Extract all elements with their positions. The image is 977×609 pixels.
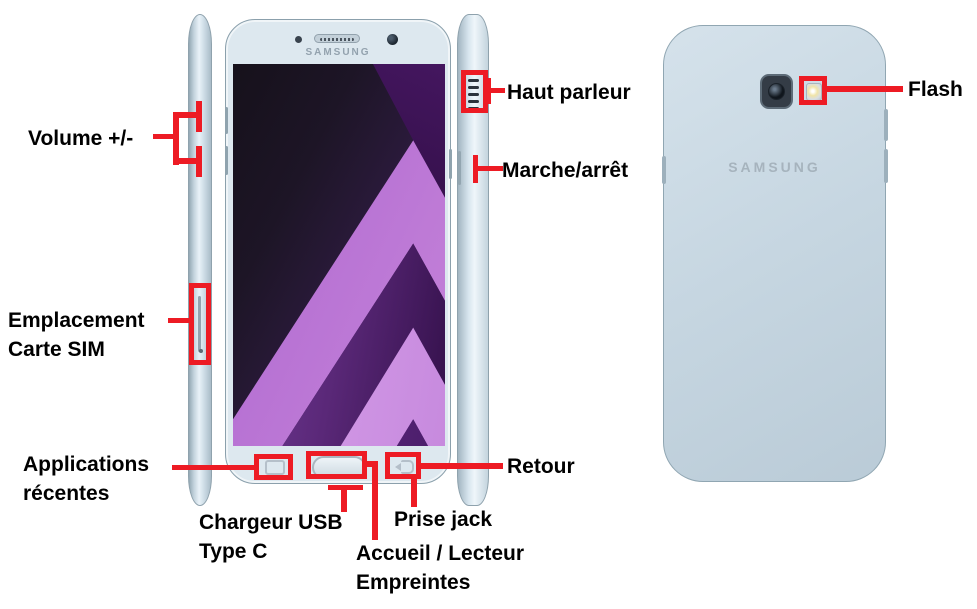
prise-jack-label: Prise jack [394, 508, 493, 531]
earpiece-grill [320, 38, 354, 41]
emplacement-sim-line2: Carte SIM [8, 338, 105, 361]
power-callout-tick [473, 155, 478, 183]
retour-callout-line [421, 463, 503, 469]
haut-parleur-label: Haut parleur [507, 81, 631, 104]
flash-callout-line [827, 86, 903, 92]
volume-bracket-arm-bottom [179, 158, 197, 164]
flash-label: Flash [908, 78, 963, 101]
volume-callout-dash [153, 134, 174, 139]
samsung-logo-back: SAMSUNG [728, 159, 821, 175]
back-key-box [401, 460, 414, 474]
samsung-logo-front: SAMSUNG [305, 47, 371, 58]
earpiece-speaker-icon [314, 34, 360, 43]
accueil-empreintes-label: Accueil / Lecteur Empreintes [356, 539, 524, 597]
charger-callout-stem [341, 490, 347, 512]
flash-callout-box [799, 76, 827, 105]
recent-callout-box [254, 454, 293, 480]
retour-label: Retour [507, 455, 575, 478]
back-edge-volume-tab [884, 109, 888, 141]
proximity-sensor-icon [295, 36, 302, 43]
chargeur-line2: Type C [199, 540, 268, 563]
applications-line1: Applications [23, 453, 150, 476]
back-callout-box [385, 452, 421, 479]
jack-callout-line [411, 479, 417, 507]
sim-callout-box [189, 283, 211, 365]
speaker-callout-tick [486, 78, 491, 104]
front-camera-icon [387, 34, 398, 45]
applications-line2: récentes [23, 482, 110, 505]
marche-arret-label: Marche/arrêt [502, 159, 629, 182]
back-key-arrow [395, 463, 401, 471]
volume-label: Volume +/- [28, 127, 134, 150]
applications-recentes-label: Applications récentes [23, 450, 149, 508]
phone-back-view: SAMSUNG [662, 25, 888, 482]
back-edge-power-tab [884, 149, 888, 183]
volume-bracket-tick-top [196, 101, 202, 132]
home-callout-vertical [372, 461, 378, 540]
emplacement-sim-label: Emplacement Carte SIM [8, 306, 145, 364]
recent-callout-line [172, 465, 256, 470]
volume-bracket-spine [173, 112, 179, 165]
rear-camera-lens [768, 83, 785, 100]
speaker-callout-line [491, 88, 505, 93]
chargeur-line1: Chargeur USB [199, 511, 343, 534]
emplacement-sim-line1: Emplacement [8, 309, 145, 332]
chargeur-usb-label: Chargeur USB Type C [199, 508, 343, 566]
volume-up-slot [225, 107, 228, 134]
volume-bracket-tick-bottom [196, 146, 202, 177]
back-edge-left-tab [662, 156, 666, 184]
rear-camera-icon [760, 74, 793, 109]
sim-callout-line [168, 318, 189, 323]
accueil-line2: Empreintes [356, 571, 471, 594]
phone-left-side-view [188, 14, 212, 506]
charger-callout-arm [328, 485, 363, 490]
power-button-slot [449, 149, 452, 179]
phone-front-view: SAMSUNG [225, 19, 452, 484]
speaker-callout-box [461, 70, 488, 113]
phone-screen [233, 64, 445, 446]
volume-down-slot [225, 146, 228, 175]
recent-apps-key-icon [265, 460, 285, 475]
sim-tray [198, 296, 201, 352]
accueil-line1: Accueil / Lecteur [356, 542, 525, 565]
back-key-icon [395, 460, 414, 475]
volume-bracket-arm-top [179, 112, 197, 118]
power-button-side [458, 151, 461, 185]
home-callout-box [306, 451, 367, 479]
power-callout-line [478, 166, 503, 171]
sim-pinhole [199, 349, 203, 353]
